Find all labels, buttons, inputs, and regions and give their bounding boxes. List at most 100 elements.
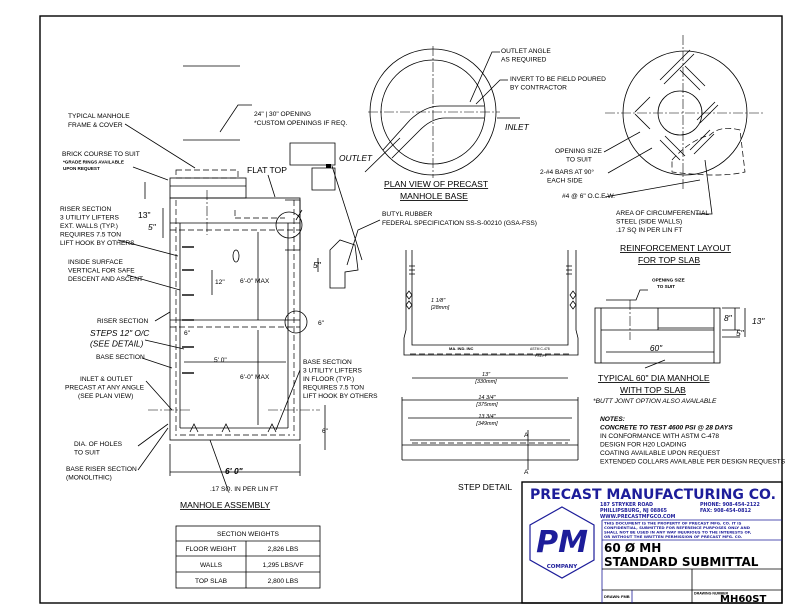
- label-circ-steel-3: .17 SQ IN PER LIN FT: [616, 227, 682, 234]
- plan-view: OUTLET ANGLE AS REQUIRED INVERT TO BE FI…: [364, 46, 606, 201]
- step-detail-title: STEP DETAIL: [458, 482, 512, 492]
- dim-6-joint: 6": [184, 330, 191, 337]
- manhole-assembly-title: MANHOLE ASSEMBLY: [180, 500, 270, 510]
- disclaimer-line: CONFIDENTIAL, SUBMITTED FOR REFERENCE PU…: [604, 525, 751, 530]
- label-holes: DIA. OF HOLES: [74, 441, 123, 448]
- drawn-value: FMB: [621, 594, 630, 599]
- dim-step-width: 13": [482, 372, 491, 378]
- dim-6-floor: 6": [322, 428, 329, 435]
- label-brick-course: BRICK COURSE TO SUIT: [62, 151, 140, 158]
- logo-word: COMPANY: [547, 564, 579, 570]
- label-opening-size: OPENING SIZE: [555, 148, 602, 155]
- label-upon-request: UPON REQUEST: [63, 166, 100, 171]
- frame-cover: [175, 169, 239, 179]
- label-riser-lifters-3: EXT. WALLS (TYP.): [60, 223, 118, 230]
- step-stamp-maker: MA. IND. INC: [449, 346, 474, 351]
- dim-step-width-mm: [330mm]: [474, 379, 497, 385]
- dim-5-0: 5' 0": [214, 357, 227, 364]
- label-base-riser-2: (MONOLITHIC): [66, 475, 112, 482]
- section-marker-top: A: [524, 432, 529, 439]
- dim-slab-60: 60": [650, 343, 663, 353]
- dim-5-joint: 5": [313, 260, 322, 270]
- label-slab-opening-2: TO SUIT: [657, 284, 675, 289]
- label-butyl: BUTYL RUBBER: [382, 211, 433, 218]
- notes-heading: NOTES:: [600, 416, 625, 423]
- label-steps: STEPS 12" O/C: [90, 328, 150, 338]
- company-logo: PM COMPANY: [529, 506, 595, 579]
- disclaimer-line: THIS DOCUMENT IS THE PROPERTY OF PRECAST…: [604, 521, 742, 526]
- notes: NOTES: CONCRETE TO TEST 4600 PSI @ 28 DA…: [600, 416, 786, 466]
- manhole-outer-wall: [169, 197, 301, 441]
- company-website: WWW.PRECASTMFGCO.COM: [600, 514, 676, 520]
- dim-step-thickness: 1 1/8": [431, 298, 446, 304]
- dim-step-overall: 14 3/4": [478, 395, 496, 401]
- label-bars-2: EACH SIDE: [547, 178, 583, 185]
- label-riser-section: RISER SECTION: [97, 318, 149, 325]
- label-inside-surface: INSIDE SURFACE: [68, 259, 124, 266]
- title-block: PRECAST MANUFACTURING CO. 187 STRYKER RO…: [521, 481, 783, 605]
- dim-step-overall-mm: [375mm]: [475, 402, 498, 408]
- label-mesh: #4 @ 6" O.C.E.W.: [562, 193, 615, 200]
- manhole-steps: [182, 246, 194, 374]
- label-base-section: BASE SECTION: [96, 354, 145, 361]
- weight-label: FLOOR WEIGHT: [186, 546, 237, 553]
- company-name: PRECAST MANUFACTURING CO.: [530, 487, 776, 503]
- label-inlet-outlet-2: PRECAST AT ANY ANGLE: [65, 385, 145, 392]
- label-base-lifters-2: 3 UTILITY LIFTERS: [303, 368, 362, 375]
- label-invert: INVERT TO BE FIELD POURED: [510, 76, 606, 83]
- dim-5-in: 5": [148, 222, 157, 232]
- label-circ-steel-2: STEEL (SIDE WALLS): [616, 219, 682, 226]
- weight-label: WALLS: [200, 562, 223, 569]
- label-base-lifters-5: LIFT HOOK BY OTHERS: [303, 393, 378, 400]
- label-riser-lifters: RISER SECTION: [60, 206, 112, 213]
- label-bars: 2-#4 BARS AT 90°: [540, 168, 594, 176]
- dim-12-in: 12": [215, 279, 225, 286]
- manhole-assembly: TYPICAL MANHOLE FRAME & COVER 24" | 30" …: [60, 65, 378, 510]
- reinforcement-title: REINFORCEMENT LAYOUT: [620, 243, 732, 253]
- dim-step-thickness-mm: [28mm]: [430, 305, 450, 311]
- joint-detail: OUTLET 5" BUTYL RUBBER FEDERAL SPECIFICA…: [285, 142, 537, 289]
- label-outlet-angle-2: AS REQUIRED: [501, 57, 547, 64]
- label-inlet-outlet: INLET & OUTLET: [80, 376, 133, 383]
- weight-value: 2,800 LBS: [268, 578, 299, 585]
- brick-course: [169, 177, 247, 199]
- note-item: CONCRETE TO TEST 4600 PSI @ 28 DAYS: [600, 425, 733, 432]
- typical-slab-section: OPENING SIZE TO SUIT 8" 13" 5" 60" TYPIC…: [593, 278, 765, 406]
- label-base-riser: BASE RISER SECTION: [66, 466, 137, 473]
- slab-title: TYPICAL 60" DIA MANHOLE: [598, 373, 710, 383]
- weight-label: TOP SLAB: [195, 578, 228, 585]
- label-custom-openings: *CUSTOM OPENINGS IF REQ.: [254, 120, 347, 127]
- step-stamp-code: PS1-PF: [535, 354, 547, 358]
- plan-view-title: PLAN VIEW OF PRECAST: [384, 179, 489, 189]
- label-steel: .17 SQ. IN PER LIN FT: [210, 486, 278, 493]
- company-address-2: PHILLIPSBURG, NJ 08865: [600, 508, 667, 514]
- dim-slab-8: 8": [724, 313, 733, 323]
- step-stamp-astm: ASTM C-478: [530, 347, 550, 351]
- company-phone: PHONE: 908-454-2122: [700, 502, 760, 508]
- disclaimer-line: SHALL NOT BE USED IN ANY WAY INJURIOUS T…: [604, 530, 752, 535]
- butt-joint-note: *BUTT JOINT OPTION ALSO AVAILABLE: [593, 398, 717, 405]
- company-fax: FAX: 908-454-0812: [700, 508, 751, 514]
- section-marker-bottom: A: [524, 469, 529, 476]
- label-base-lifters-3: IN FLOOR (TYP.): [303, 376, 354, 383]
- label-opening: 24" | 30" OPENING: [254, 111, 311, 118]
- reinforcement-title-2: FOR TOP SLAB: [638, 255, 700, 265]
- label-federal-spec: FEDERAL SPECIFICATION SS-S-00210 (GSA-FS…: [382, 220, 537, 227]
- drawn-label: DRAWN:: [604, 594, 620, 599]
- label-outlet-angle: OUTLET ANGLE: [501, 48, 551, 55]
- label-holes-2: TO SUIT: [74, 450, 100, 457]
- section-weights-table: SECTION WEIGHTS FLOOR WEIGHT 2,826 LBS W…: [175, 525, 321, 589]
- note-item: DESIGN FOR H20 LOADING: [600, 442, 686, 449]
- label-inlet-outlet-3: (SEE PLAN VIEW): [78, 393, 133, 400]
- drawing-title: 60 Ø MH: [604, 541, 661, 555]
- weight-value: 2,826 LBS: [268, 546, 299, 553]
- label-circ-steel: AREA OF CIRCUMFERENTIAL: [616, 210, 709, 217]
- dim-13-in: 13": [138, 210, 151, 220]
- reinforcement-layout: OPENING SIZE TO SUIT 2-#4 BARS AT 90° EA…: [540, 35, 765, 265]
- dim-slab-5: 5": [736, 328, 745, 338]
- label-riser-lifters-2: 3 UTILITY LIFTERS: [60, 215, 119, 222]
- dim-max-upper: 6'-0" MAX: [240, 278, 270, 285]
- drawing-subtitle: STANDARD SUBMITTAL: [604, 555, 759, 569]
